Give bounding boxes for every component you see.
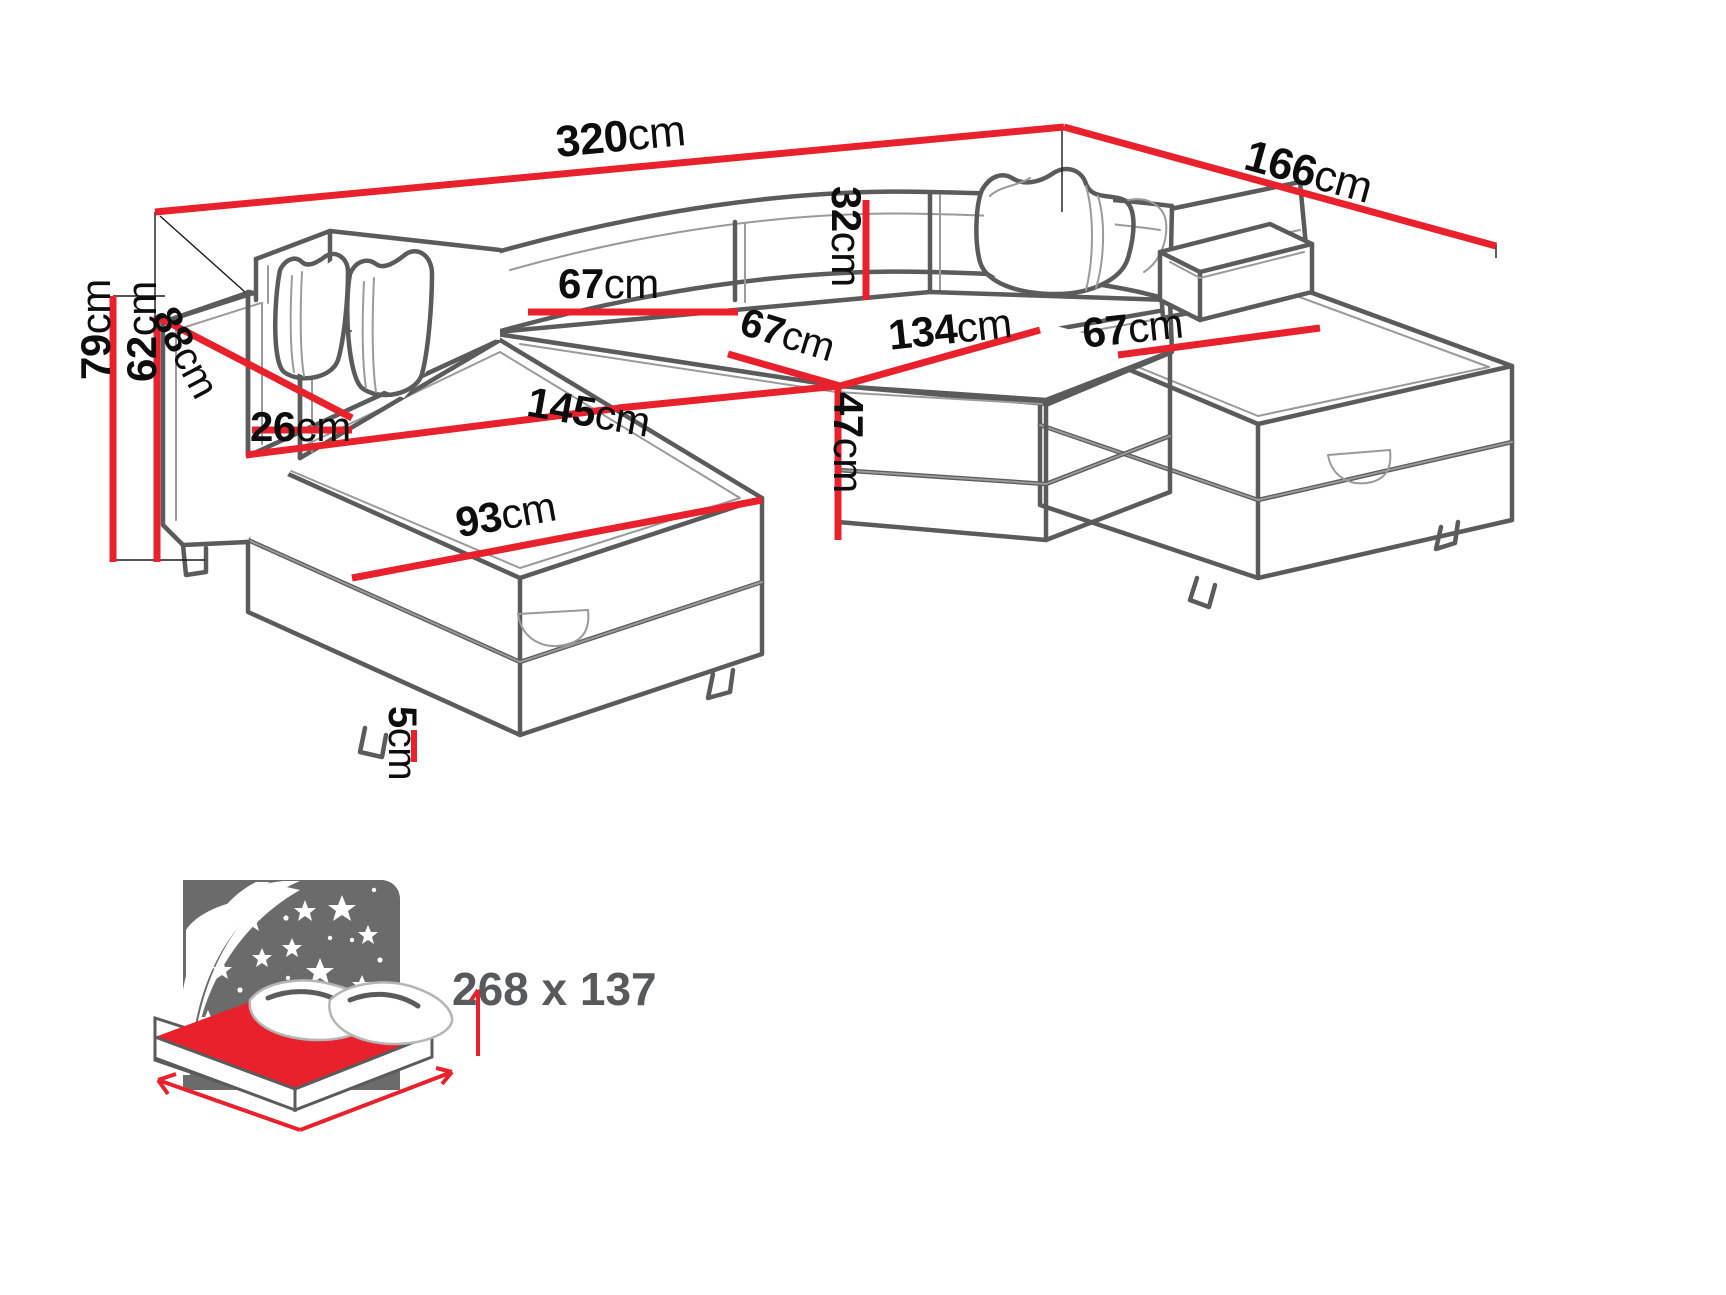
dim-line-320 — [154, 123, 1065, 216]
dim-line-166 — [1063, 123, 1497, 250]
sofa-illustration — [160, 166, 1515, 760]
dim-label-67-left: 67cm — [558, 260, 659, 307]
dim-label-5: 5cm — [380, 706, 424, 781]
dim-label-32: 32cm — [823, 186, 870, 287]
dim-line-93 — [351, 496, 763, 582]
dim-line-145b — [245, 404, 621, 459]
dim-line-88 — [158, 314, 354, 422]
dim-label-26: 26cm — [250, 403, 351, 450]
dim-label-79: 79cm — [72, 279, 119, 380]
dim-label-47: 47cm — [825, 392, 872, 493]
dim-line-67-right — [1117, 324, 1321, 359]
dim-line-145a — [617, 382, 839, 412]
dim-line-67-corner — [727, 350, 841, 390]
dimension-lines — [109, 123, 1497, 762]
sleeping-bed-icon — [153, 880, 488, 1132]
dim-line-134 — [839, 326, 1041, 390]
bed-size-label: 268 x 137 — [452, 963, 657, 1015]
